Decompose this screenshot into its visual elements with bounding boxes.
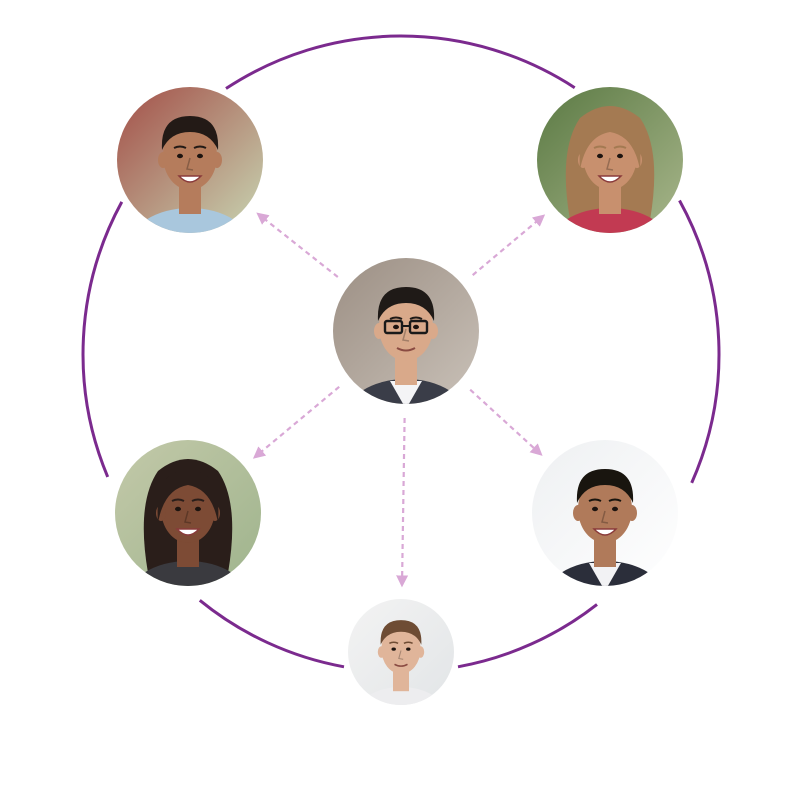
brow-left	[389, 316, 403, 320]
mouth	[394, 663, 408, 667]
ring-segment	[457, 603, 598, 669]
neck	[179, 186, 201, 214]
ring-segment	[225, 34, 576, 90]
brow-left	[389, 641, 399, 644]
avatar-top-right	[537, 87, 683, 233]
shirt-collar	[390, 381, 422, 404]
eye-right	[406, 647, 411, 651]
connection-arrows	[252, 212, 546, 588]
ear-right	[212, 152, 222, 168]
nose	[601, 510, 609, 524]
eye-left	[177, 153, 183, 159]
nose	[184, 510, 192, 524]
eye-left	[393, 324, 399, 330]
brow-right	[403, 641, 413, 644]
ear-right	[417, 646, 425, 658]
brow-right	[608, 498, 622, 502]
arrow-left	[252, 385, 340, 459]
mouth	[592, 528, 618, 536]
avatar-center	[333, 258, 479, 404]
ear-left	[158, 152, 168, 168]
brow-left	[588, 498, 602, 502]
ear-right	[428, 323, 438, 339]
brow-left	[593, 145, 607, 149]
avatar-bottom	[348, 599, 454, 705]
brow-right	[613, 145, 627, 149]
nose	[402, 328, 410, 342]
face	[381, 624, 421, 674]
hair	[576, 469, 634, 503]
eye-left	[592, 506, 598, 512]
torso	[128, 208, 252, 233]
mouth	[175, 528, 201, 536]
avatar-left	[115, 440, 261, 586]
brow-left	[173, 145, 187, 149]
mouth	[177, 175, 203, 183]
avatar-right	[532, 440, 678, 586]
torso	[126, 561, 250, 586]
face	[161, 475, 215, 543]
avatars	[115, 87, 683, 705]
eye-left	[175, 506, 181, 512]
neck	[177, 539, 199, 567]
neck	[594, 539, 616, 567]
face	[163, 122, 217, 190]
mouth	[396, 347, 416, 352]
hair	[157, 470, 219, 523]
ear-left	[374, 323, 384, 339]
ring-segment	[678, 199, 721, 484]
shirt-collar	[589, 563, 621, 586]
avatar-top-left	[117, 87, 263, 233]
arrow-bottom	[396, 417, 409, 588]
neck	[599, 186, 621, 214]
nose	[186, 157, 194, 171]
eye-right	[617, 153, 623, 159]
nose	[398, 650, 404, 660]
outer-ring	[81, 34, 721, 669]
eye-right	[413, 324, 419, 330]
ring-segment	[81, 201, 124, 478]
ear-left	[377, 646, 385, 658]
torso	[548, 208, 672, 233]
ear-left	[573, 505, 583, 521]
hair	[579, 117, 641, 170]
eye-left	[391, 647, 396, 651]
brow-right	[191, 498, 205, 502]
mouth	[597, 175, 623, 183]
nose	[606, 157, 614, 171]
eye-right	[195, 506, 201, 512]
arrow-right	[469, 388, 543, 456]
brow-right	[409, 316, 423, 320]
arrow-top-left	[256, 212, 339, 278]
hair	[161, 116, 219, 150]
torso	[356, 686, 446, 705]
eye-right	[197, 153, 203, 159]
brow-right	[193, 145, 207, 149]
hair	[377, 287, 435, 321]
eye-right	[612, 506, 618, 512]
neck	[395, 357, 417, 385]
neck	[393, 670, 409, 692]
eye-left	[597, 153, 603, 159]
face	[583, 122, 637, 190]
hair	[380, 620, 422, 645]
ear-right	[627, 505, 637, 521]
brow-left	[171, 498, 185, 502]
ring-segment	[198, 599, 345, 669]
face	[578, 475, 632, 543]
arrow-top-right	[471, 214, 546, 276]
